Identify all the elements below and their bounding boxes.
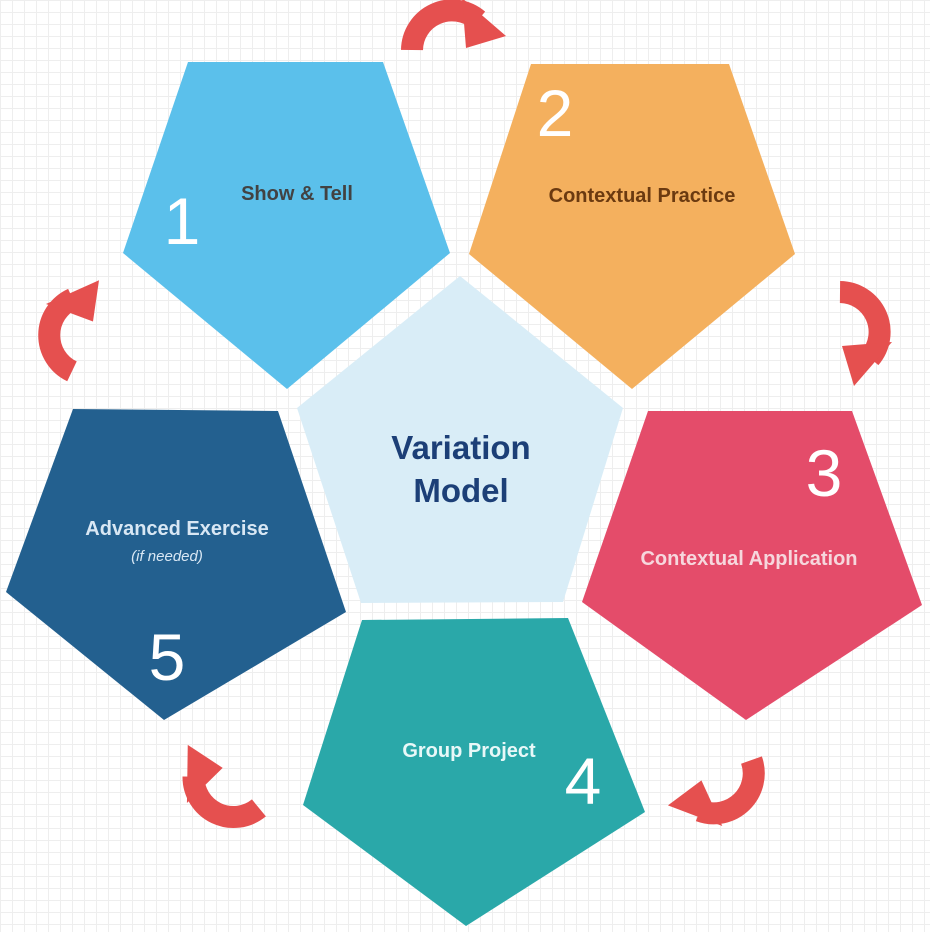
step-3-number: 3 — [806, 436, 843, 510]
curved-arrow-icon — [663, 760, 769, 841]
step-5-number: 5 — [149, 620, 186, 694]
step-5-shape — [6, 409, 346, 720]
curved-arrow-icon — [840, 292, 892, 386]
step-2-label: Contextual Practice — [549, 185, 736, 207]
step-5-label: Advanced Exercise — [85, 518, 268, 540]
curved-arrow-icon — [159, 736, 259, 841]
step-4-number: 4 — [565, 744, 602, 818]
step-1-shape — [123, 62, 450, 389]
curved-arrow-icon — [412, 0, 506, 50]
center-title-line-1: Variation — [391, 429, 530, 466]
step-5-sublabel: (if needed) — [131, 548, 203, 565]
step-3-label: Contextual Application — [640, 548, 857, 570]
center-title-line-2: Model — [413, 472, 508, 509]
step-2-shape — [469, 64, 795, 389]
step-3-shape — [582, 411, 922, 720]
step-4-label: Group Project — [402, 740, 536, 762]
step-4-shape — [303, 618, 645, 926]
step-2-number: 2 — [537, 76, 574, 150]
center-shape — [297, 276, 623, 603]
step-1-number: 1 — [164, 184, 201, 258]
step-1-label: Show & Tell — [241, 183, 353, 205]
curved-arrow-icon — [25, 264, 112, 371]
